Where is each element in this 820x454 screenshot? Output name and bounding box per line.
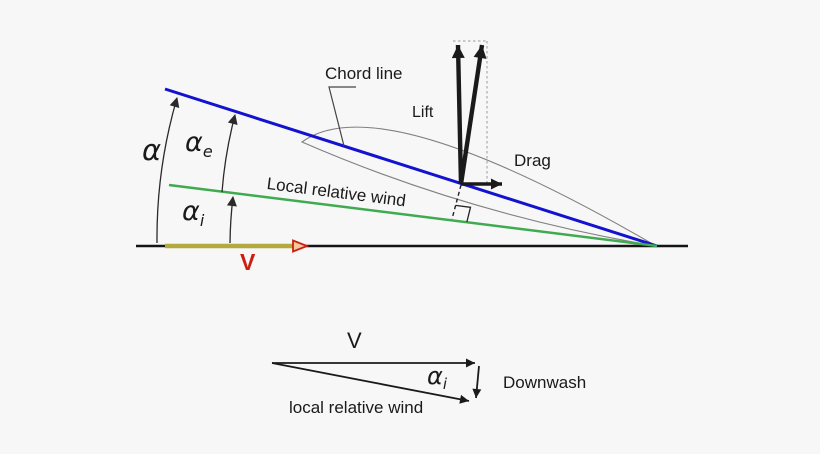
alpha-i-base: α	[182, 196, 200, 227]
alpha-i-label: αi	[182, 198, 204, 229]
vector-alpha-i-label: αi	[427, 364, 447, 392]
alpha-e-sub: e	[202, 142, 213, 161]
local-relative-wind-line	[168, 183, 658, 248]
chord-line-label: Chord line	[325, 64, 403, 83]
velocity-label: V	[240, 249, 256, 275]
alpha-e-label: αe	[185, 129, 213, 160]
alpha-e-base: α	[185, 127, 203, 158]
alpha-e-arc	[221, 114, 238, 193]
alpha-i-arc	[226, 196, 237, 244]
resultant-force-arrow	[458, 44, 487, 185]
chord-label-leader	[328, 86, 356, 147]
vector-v-label: V	[347, 328, 362, 353]
right-angle-marker	[455, 204, 472, 223]
vector-alpha-i-base: α	[427, 362, 443, 390]
downwash-label: Downwash	[503, 373, 587, 392]
vector-wind-arrow	[271, 362, 470, 404]
alpha-arc	[156, 97, 180, 244]
vector-wind-label: local relative wind	[289, 398, 424, 417]
alpha-label: α	[142, 133, 162, 167]
drag-label: Drag	[514, 151, 551, 170]
chord-line	[164, 87, 658, 248]
perpendicular-dash	[451, 184, 462, 220]
downwash-arrow	[472, 365, 482, 399]
lift-label: Lift	[412, 104, 434, 121]
alpha-i-sub: i	[199, 211, 205, 230]
lift-arrow	[451, 44, 465, 185]
velocity-arrowhead-icon	[292, 239, 310, 253]
vector-alpha-i-sub: i	[442, 375, 447, 393]
